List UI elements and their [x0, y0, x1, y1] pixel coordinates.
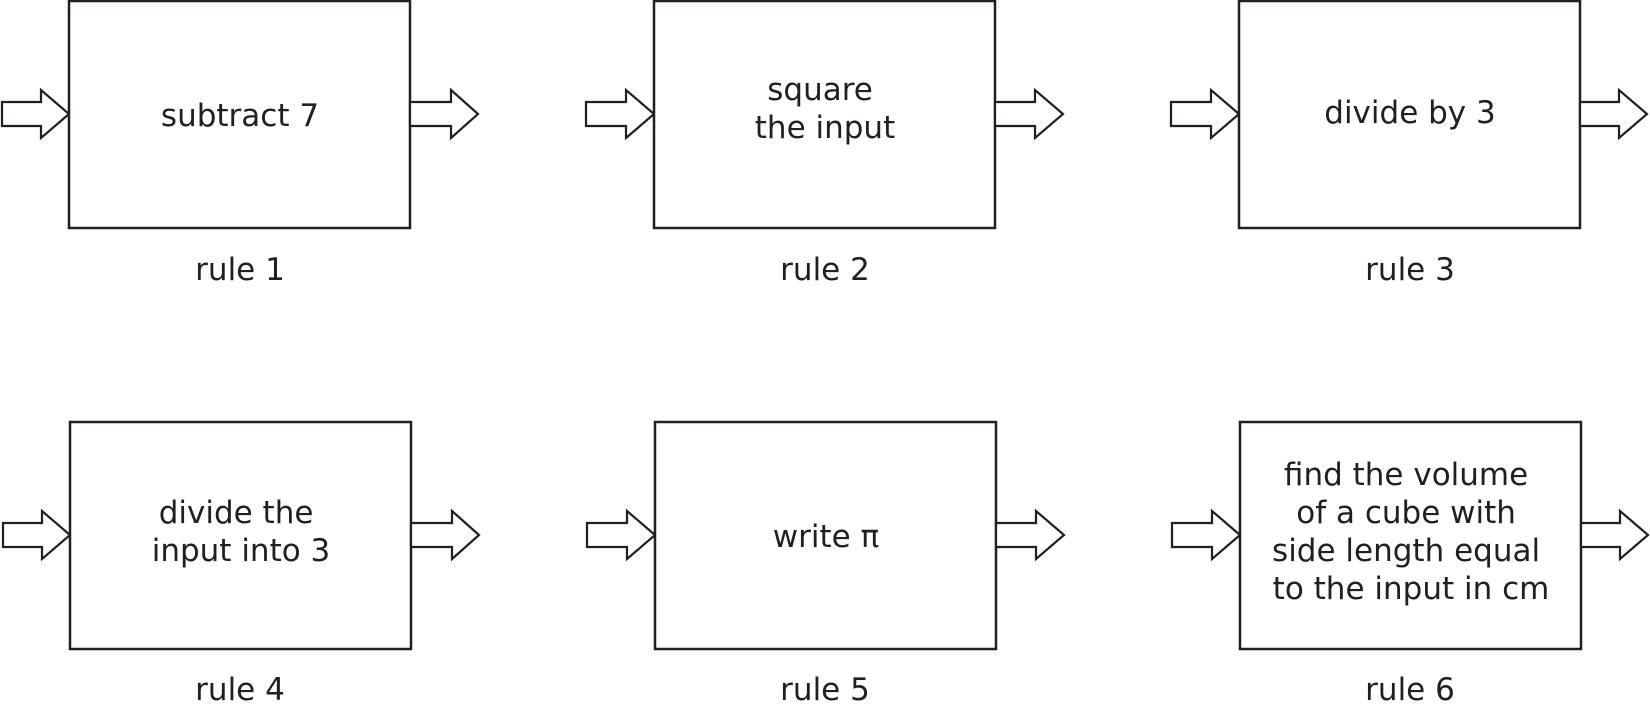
rule-4-text-line-1: divide the — [159, 495, 314, 531]
rule-3-text-line-1: divide by 3 — [1324, 95, 1495, 131]
rule-2-text-line-1: square — [767, 72, 873, 108]
rule-5-input-arrow-icon — [585, 508, 657, 562]
rule-6-text-line-4: to the input in cm — [1273, 571, 1550, 607]
rule-6-box — [1238, 420, 1583, 651]
rule-4-input-arrow-icon — [1, 508, 72, 562]
rule-2-machine: square the input rule 2 — [584, 0, 1065, 288]
rule-2-text: square the input — [755, 72, 895, 146]
rule-6-label: rule 6 — [1365, 672, 1455, 708]
rule-2-text-line-2: the input — [755, 110, 895, 146]
rule-4-output-arrow-icon — [409, 508, 481, 562]
rule-5-label: rule 5 — [780, 672, 870, 708]
rule-6-machine: find the volume of a cube with side leng… — [1170, 420, 1650, 708]
rule-1-label: rule 1 — [195, 252, 285, 288]
rule-1-box — [67, 0, 412, 230]
rule-2-output-arrow-icon — [993, 87, 1065, 141]
rule-1-machine: subtract 7 rule 1 — [0, 0, 480, 288]
rule-3-label: rule 3 — [1365, 252, 1455, 288]
rule-2-input-arrow-icon — [584, 87, 656, 141]
rule-4-machine: divide the input into 3 rule 4 — [1, 420, 481, 708]
rule-6-text-line-1: find the volume — [1284, 457, 1528, 493]
rule-5-box — [653, 420, 998, 651]
rule-5-machine: write π rule 5 — [585, 420, 1066, 708]
rule-2-label: rule 2 — [780, 252, 870, 288]
rule-6-input-arrow-icon — [1170, 508, 1242, 562]
rule-6-text-line-3: side length equal — [1272, 533, 1540, 569]
rule-1-output-arrow-icon — [408, 87, 480, 141]
rule-6-text-line-2: of a cube with — [1296, 495, 1516, 531]
rule-6-output-arrow-icon — [1579, 508, 1650, 562]
rule-3-text: divide by 3 — [1324, 95, 1495, 131]
rule-6-text: find the volume of a cube with side leng… — [1272, 457, 1550, 607]
rule-1-text-line-1: subtract 7 — [161, 98, 319, 134]
rule-3-box — [1237, 0, 1582, 230]
rule-5-text-line-1: write π — [773, 519, 879, 555]
rule-4-label: rule 4 — [195, 672, 285, 708]
rule-5-output-arrow-icon — [994, 508, 1066, 562]
rule-3-machine: divide by 3 rule 3 — [1169, 0, 1649, 288]
rule-5-text: write π — [773, 519, 879, 555]
rule-1-text: subtract 7 — [161, 98, 319, 134]
rule-1-input-arrow-icon — [0, 87, 71, 141]
rule-4-text-line-2: input into 3 — [152, 533, 331, 569]
rule-2-box — [652, 0, 997, 230]
rule-4-box — [68, 420, 413, 651]
rule-3-input-arrow-icon — [1169, 87, 1241, 141]
rule-4-text: divide the input into 3 — [152, 495, 331, 569]
rule-3-output-arrow-icon — [1578, 87, 1649, 141]
